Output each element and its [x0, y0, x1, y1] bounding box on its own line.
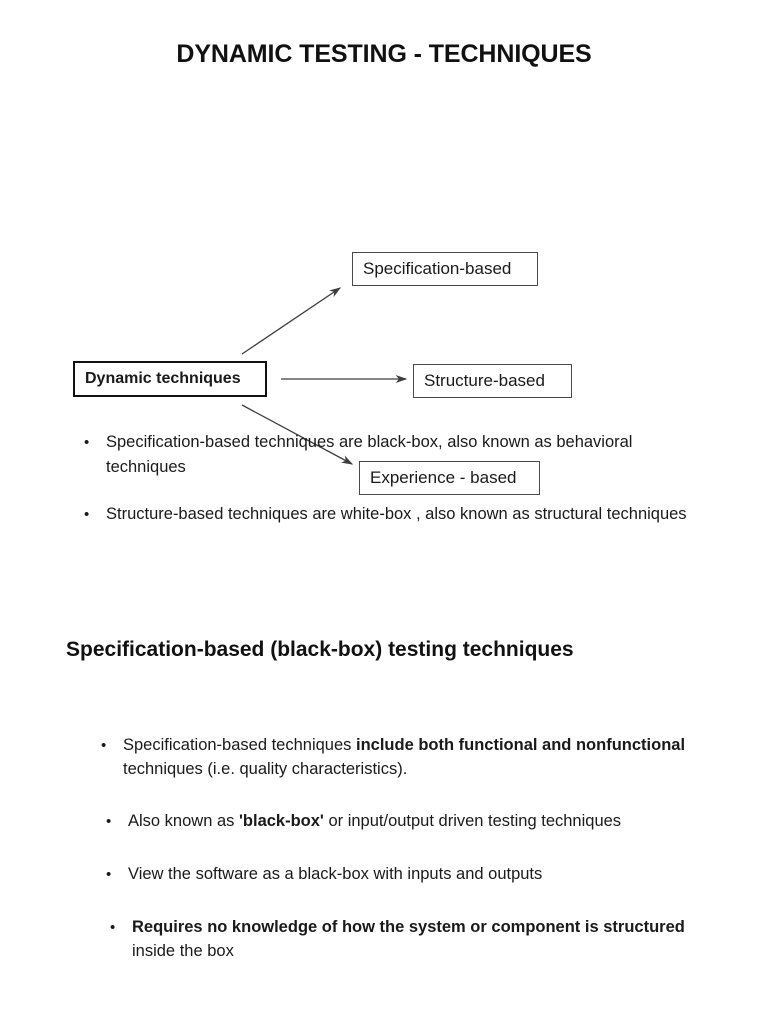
- diagram-node-dynamic-techniques: Dynamic techniques: [73, 361, 267, 397]
- list-item-text: Specification-based techniques are black…: [106, 433, 633, 476]
- diagram-node-specification-based: Specification-based: [352, 252, 538, 286]
- list-item-text: Also known as 'black-box' or input/outpu…: [128, 812, 622, 830]
- list-item: • View the software as a black-box with …: [101, 862, 726, 887]
- bullet-list-bottom: • Specification-based techniques include…: [101, 733, 726, 991]
- diagram-arrows: [241, 287, 408, 465]
- diagram-node-experience-based: Experience - based: [359, 461, 540, 495]
- list-item: • Structure-based techniques are white-b…: [84, 502, 694, 527]
- list-item-text: Specification-based techniques include b…: [123, 736, 686, 778]
- section-heading: Specification-based (black-box) testing …: [66, 638, 574, 661]
- bullet-marker-icon: •: [106, 813, 112, 830]
- bullet-marker-icon: •: [84, 434, 90, 451]
- bullet-list-top: • Specification-based techniques are bla…: [84, 430, 694, 549]
- list-item-text: Structure-based techniques are white-box…: [106, 505, 687, 523]
- page-title: DYNAMIC TESTING - TECHNIQUES: [176, 40, 592, 68]
- list-item: • Specification-based techniques are bla…: [84, 430, 694, 480]
- bullet-marker-icon: •: [110, 919, 116, 936]
- bullet-marker-icon: •: [101, 737, 107, 754]
- arrow-to-specification-based: [241, 287, 342, 355]
- arrow-to-experience-based: [241, 404, 354, 465]
- bullet-marker-icon: •: [106, 866, 112, 883]
- list-item: • Specification-based techniques include…: [101, 733, 726, 781]
- list-item: • Also known as 'black-box' or input/out…: [101, 809, 726, 834]
- list-item-text: Requires no knowledge of how the system …: [132, 918, 685, 960]
- bullet-marker-icon: •: [84, 506, 90, 523]
- diagram-node-structure-based: Structure-based: [413, 364, 572, 398]
- list-item: • Requires no knowledge of how the syste…: [101, 915, 726, 963]
- dynamic-techniques-diagram: Dynamic techniques Specification-based S…: [0, 120, 768, 495]
- list-item-text: View the software as a black-box with in…: [128, 865, 543, 883]
